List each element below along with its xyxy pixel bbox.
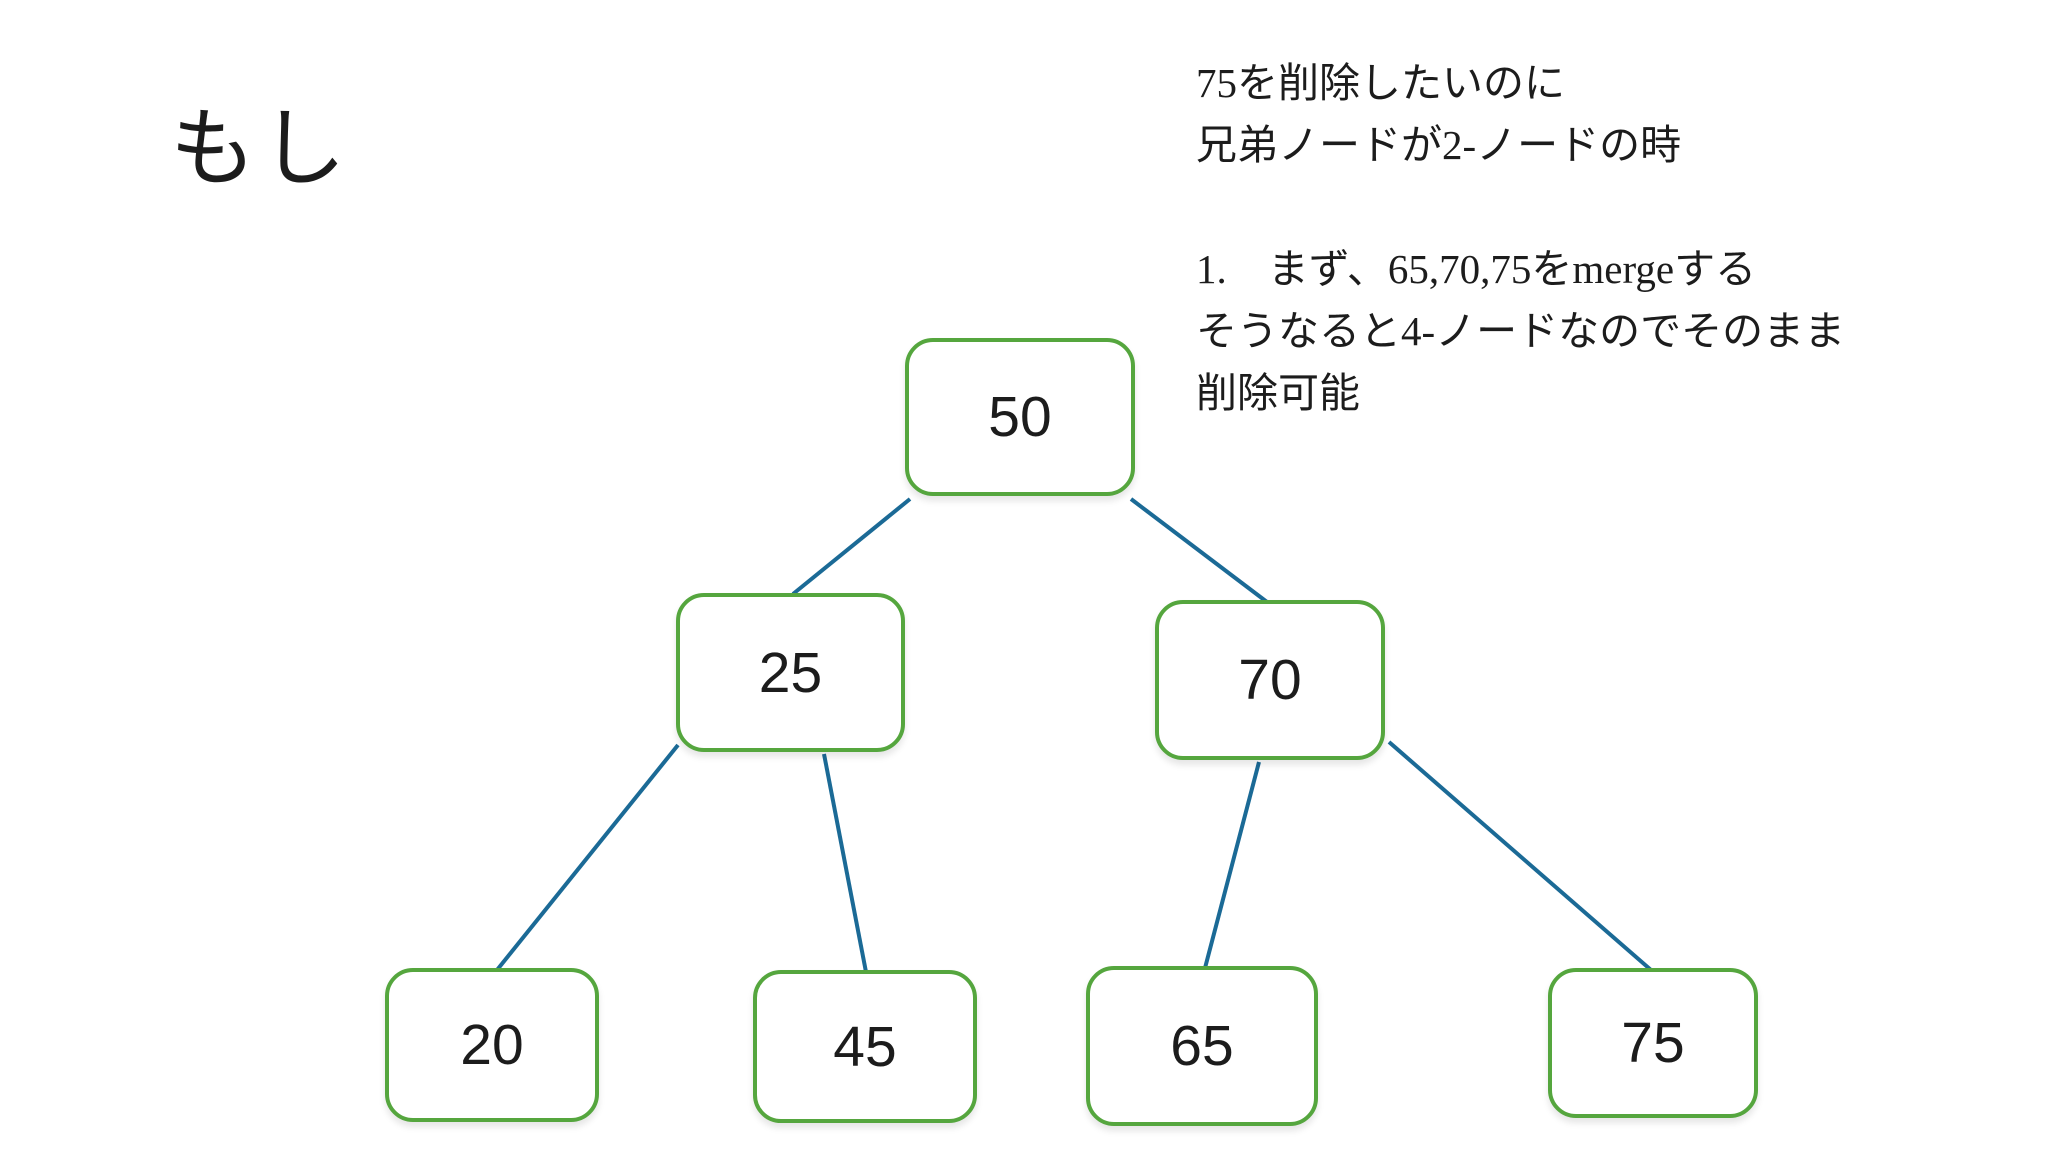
tree-node-value: 25 (758, 640, 823, 705)
tree-node-right-child: 70 (1155, 600, 1385, 760)
tree-node-root: 50 (905, 338, 1135, 496)
annotation-line: 75を削除したいのに (1196, 60, 1565, 106)
tree-node-left-child: 25 (676, 593, 905, 752)
tree-node-leaf-4: 75 (1548, 968, 1758, 1118)
annotation-line: 削除可能 (1196, 370, 1360, 416)
annotation-line: そうなると4-ノードなのでそのまま (1196, 308, 1846, 354)
tree-node-value: 65 (1170, 1014, 1234, 1078)
annotation-line: 兄弟ノードが2-ノードの時 (1196, 122, 1682, 168)
edge-70-75 (1387, 740, 1653, 972)
edge-70-65 (1203, 761, 1261, 969)
tree-node-value: 20 (460, 1013, 524, 1077)
tree-node-leaf-1: 20 (385, 968, 599, 1122)
tree-node-value: 50 (988, 385, 1052, 449)
tree-node-value: 75 (1621, 1011, 1685, 1075)
tree-node-leaf-2: 45 (753, 970, 977, 1123)
tree-node-value: 70 (1238, 648, 1302, 712)
tree-node-value: 45 (833, 1014, 897, 1079)
edge-25-45 (822, 753, 868, 973)
edge-25-20 (495, 743, 680, 972)
edge-50-70 (1129, 497, 1269, 604)
slide-title: もし (170, 101, 350, 197)
annotation-block: 75を削除したいのに 兄弟ノードが2-ノードの時 1. まず、65,70,75を… (1196, 52, 2016, 424)
annotation-line: 1. まず、65,70,75をmergeする (1196, 246, 1757, 292)
tree-node-leaf-3: 65 (1086, 966, 1318, 1126)
edge-50-25 (791, 497, 912, 596)
